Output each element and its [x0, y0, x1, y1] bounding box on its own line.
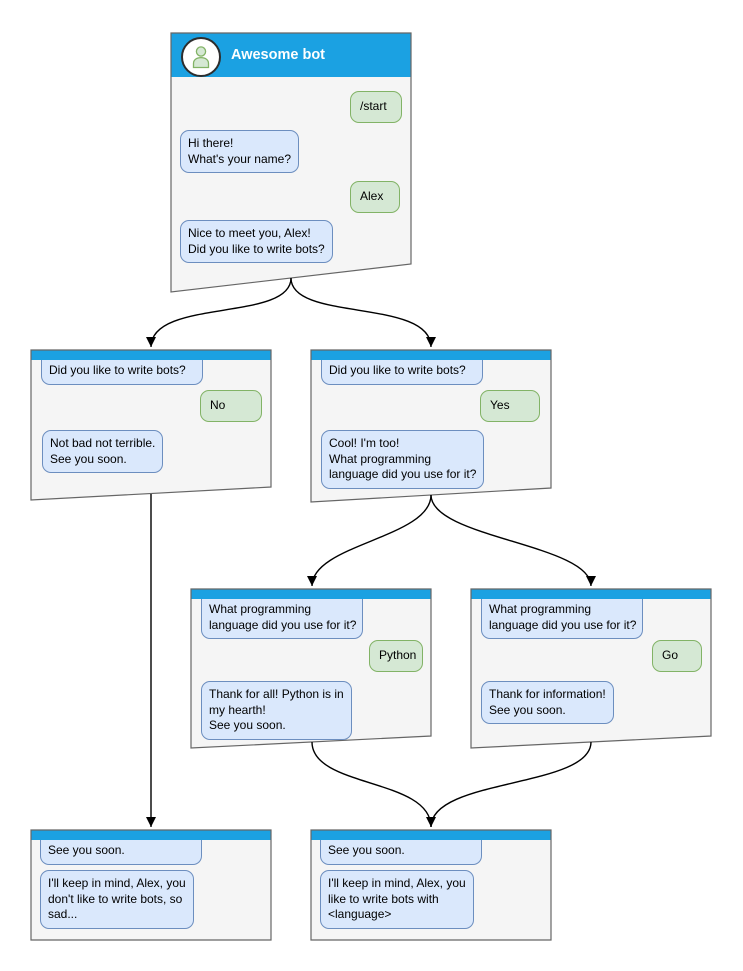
user-message-bubble: No — [200, 390, 262, 422]
bot-message-bubble: I'll keep in mind, Alex, you like to wri… — [320, 870, 474, 929]
end-no-outline — [30, 829, 272, 941]
bot-message-bubble: Cool! I'm too! What programming language… — [321, 430, 485, 489]
connector-yes-to-go — [430, 494, 596, 587]
connector-main-to-yes — [290, 277, 436, 348]
branch-no-header-bar — [31, 350, 271, 360]
user-message-bubble: Yes — [480, 390, 540, 422]
chat-window-title: Awesome bot — [231, 47, 326, 63]
end-yes-header-bar — [311, 830, 551, 840]
bot-message-bubble: Not bad not terrible. See you soon. — [42, 430, 164, 474]
connector-main-to-no — [146, 277, 292, 348]
user-message-bubble: /start — [350, 91, 402, 123]
bot-message-bubble: Hi there! What's your name? — [180, 130, 300, 174]
branch-go-header-bar — [471, 589, 711, 599]
connector-yes-to-python — [307, 494, 432, 587]
user-message-bubble: Alex — [350, 181, 400, 213]
branch-yes-header-bar — [311, 350, 551, 360]
connector-go-to-end — [430, 741, 592, 828]
end-no-header-bar — [31, 830, 271, 840]
branch-no-outline — [30, 349, 272, 501]
avatar — [181, 37, 221, 77]
branch-python-outline — [190, 588, 432, 749]
main-window-outline — [170, 32, 412, 293]
person-icon — [192, 46, 210, 69]
bot-message-bubble: Did you like to write bots? — [321, 360, 483, 385]
bot-message-bubble: See you soon. — [320, 840, 482, 865]
bot-message-bubble: Did you like to write bots? — [41, 360, 203, 385]
branch-python-header-bar — [191, 589, 431, 599]
bot-message-bubble: What programming language did you use fo… — [481, 599, 643, 640]
bot-message-bubble: See you soon. — [40, 840, 202, 865]
user-message-bubble: Go — [652, 640, 702, 672]
branch-go-outline — [470, 588, 712, 749]
branch-yes-outline — [310, 349, 552, 503]
bot-message-bubble: Nice to meet you, Alex! Did you like to … — [180, 220, 333, 264]
user-message-bubble: Python — [369, 640, 423, 672]
connector-python-to-end — [311, 741, 436, 828]
bot-message-bubble: Thank for all! Python is in my hearth! S… — [201, 681, 352, 740]
bot-message-bubble: What programming language did you use fo… — [201, 599, 363, 640]
bot-message-bubble: I'll keep in mind, Alex, you don't like … — [40, 870, 194, 929]
end-yes-outline — [310, 829, 552, 941]
bot-message-bubble: Thank for information! See you soon. — [481, 681, 614, 725]
